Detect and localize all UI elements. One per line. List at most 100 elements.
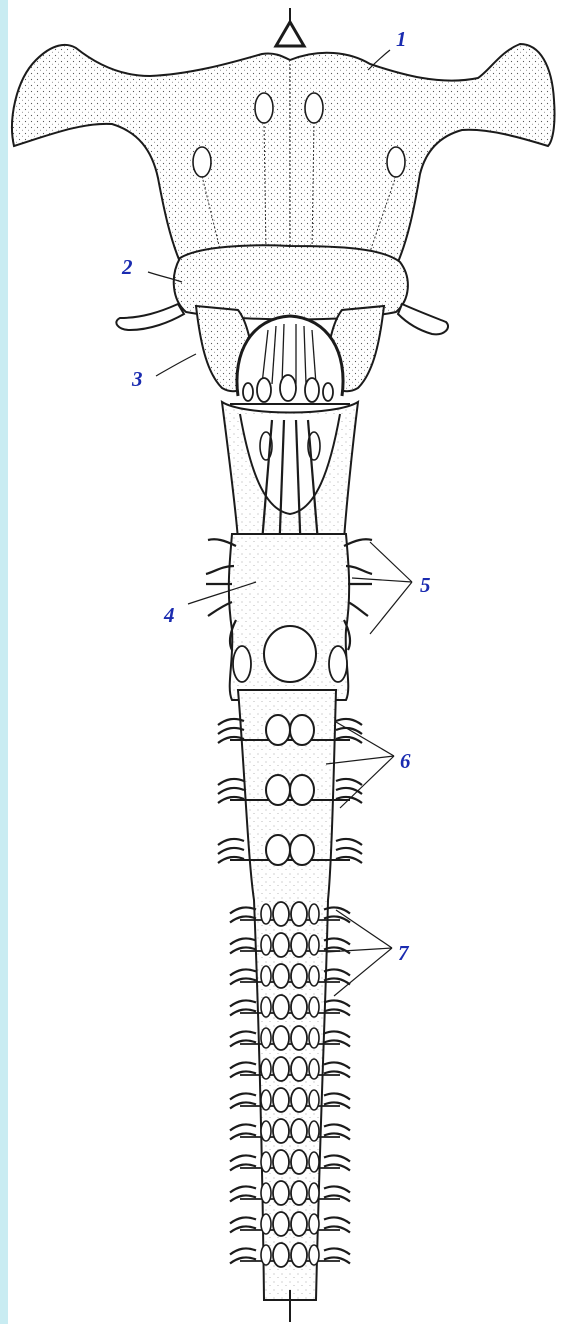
ganglion-outer-left (261, 1121, 271, 1141)
leader-5c (370, 582, 412, 634)
segment-nerve-left (230, 1217, 256, 1223)
segment-nerve-right (336, 779, 362, 785)
ganglion-right (291, 1243, 307, 1267)
ganglion-outer-right (309, 997, 319, 1017)
segment-nerve-right (324, 1217, 350, 1223)
label-2: 2 (121, 255, 133, 279)
ganglion-outer-right (309, 1090, 319, 1110)
ganglion-outer-right (309, 1152, 319, 1172)
ganglion-outer-left (261, 1090, 271, 1110)
ganglion-outer-left (261, 1183, 271, 1203)
thoracic-lobe-left (233, 646, 251, 682)
ganglion-outer-right (309, 1059, 319, 1079)
ganglion-outer-left (261, 1152, 271, 1172)
ganglion-left (273, 964, 289, 988)
ganglion-right (290, 715, 314, 745)
segment-nerve-right (324, 1000, 350, 1006)
protocerebrum (12, 44, 554, 262)
label-3: 3 (131, 367, 143, 391)
segment-nerve-left (230, 1031, 256, 1037)
ganglion-right (291, 995, 307, 1019)
label-1: 1 (396, 27, 407, 51)
ganglion-left (273, 995, 289, 1019)
leader-5b (352, 578, 412, 582)
ganglion-outer-right (309, 966, 319, 986)
ganglion-outer-right (309, 935, 319, 955)
segment-nerve-right (324, 1186, 350, 1192)
ganglion-outer-left (261, 966, 271, 986)
frontal-ganglion (276, 22, 304, 46)
segment-nerve-left (230, 1124, 256, 1130)
ganglion-left (273, 1119, 289, 1143)
segment-nerve-left (230, 938, 256, 944)
ganglion-outer-left (261, 1214, 271, 1234)
ganglion-outer-right (309, 1121, 319, 1141)
ganglion-right (290, 835, 314, 865)
ganglion-outer-left (261, 904, 271, 924)
segment-nerve-right (324, 1155, 350, 1161)
leader-6c (340, 756, 394, 808)
ganglion-outer-right (309, 904, 319, 924)
ganglion-left (266, 775, 290, 805)
segment-nerve-left (230, 969, 256, 975)
ganglion-left (273, 933, 289, 957)
segment-nerve-left (218, 779, 244, 785)
segment-nerve-right (324, 1124, 350, 1130)
leader-6b (326, 756, 394, 764)
ganglion-right (291, 902, 307, 926)
segment-nerve-left (230, 1062, 256, 1068)
ganglion-left (273, 1057, 289, 1081)
ganglion-right (291, 1150, 307, 1174)
segment-nerve-right (336, 728, 362, 734)
segment-nerve-left (218, 848, 244, 854)
ganglion-right (291, 1088, 307, 1112)
ganglion-outer-left (261, 1028, 271, 1048)
segment-nerve-left (230, 1155, 256, 1161)
ganglion-outer-right (309, 1214, 319, 1234)
ganglion-left (266, 715, 290, 745)
ganglion-left (273, 1181, 289, 1205)
segment-nerve-left (218, 839, 244, 845)
mushroom-body-left-upper (255, 93, 273, 123)
ganglion-right (291, 1181, 307, 1205)
ganglion-outer-right (309, 1245, 319, 1265)
ganglion-left (273, 1150, 289, 1174)
segment-nerve-right (324, 1031, 350, 1037)
segment-nerve-right (324, 1062, 350, 1068)
segment-nerve-left (230, 1093, 256, 1099)
label-4: 4 (163, 603, 175, 627)
segment-nerve-right (336, 839, 362, 845)
ganglion-outer-left (261, 1059, 271, 1079)
ganglion-right (291, 1057, 307, 1081)
ganglion-outer-left (261, 1245, 271, 1265)
ganglion-right (290, 775, 314, 805)
ganglion-left (273, 1088, 289, 1112)
ganglion-right (291, 964, 307, 988)
leader-5a (370, 542, 412, 582)
mushroom-body-right-upper (305, 93, 323, 123)
ganglion-right (291, 1212, 307, 1236)
ganglion-right (291, 1026, 307, 1050)
thoracic-lobe-right (329, 646, 347, 682)
segment-nerve-right (336, 848, 362, 854)
segment-nerve-left (230, 1186, 256, 1192)
label-7: 7 (398, 941, 410, 965)
segment-nerve-left (230, 1248, 256, 1254)
mushroom-body-left-lower (193, 147, 211, 177)
mushroom-body-right-lower (387, 147, 405, 177)
label-5: 5 (420, 573, 431, 597)
segment-nerve-right (324, 1248, 350, 1254)
segment-nerve-left (230, 1000, 256, 1006)
ganglion-right (291, 1119, 307, 1143)
ganglion-outer-right (309, 1183, 319, 1203)
label-6: 6 (400, 749, 411, 773)
segment-nerve-left (218, 788, 244, 794)
leader-7a (336, 910, 392, 948)
ganglion-left (266, 835, 290, 865)
segment-nerve-right (324, 969, 350, 975)
segment-nerve-right (324, 1093, 350, 1099)
thoracic-ganglion (264, 626, 316, 682)
ganglion-outer-left (261, 935, 271, 955)
ganglion-outer-left (261, 997, 271, 1017)
